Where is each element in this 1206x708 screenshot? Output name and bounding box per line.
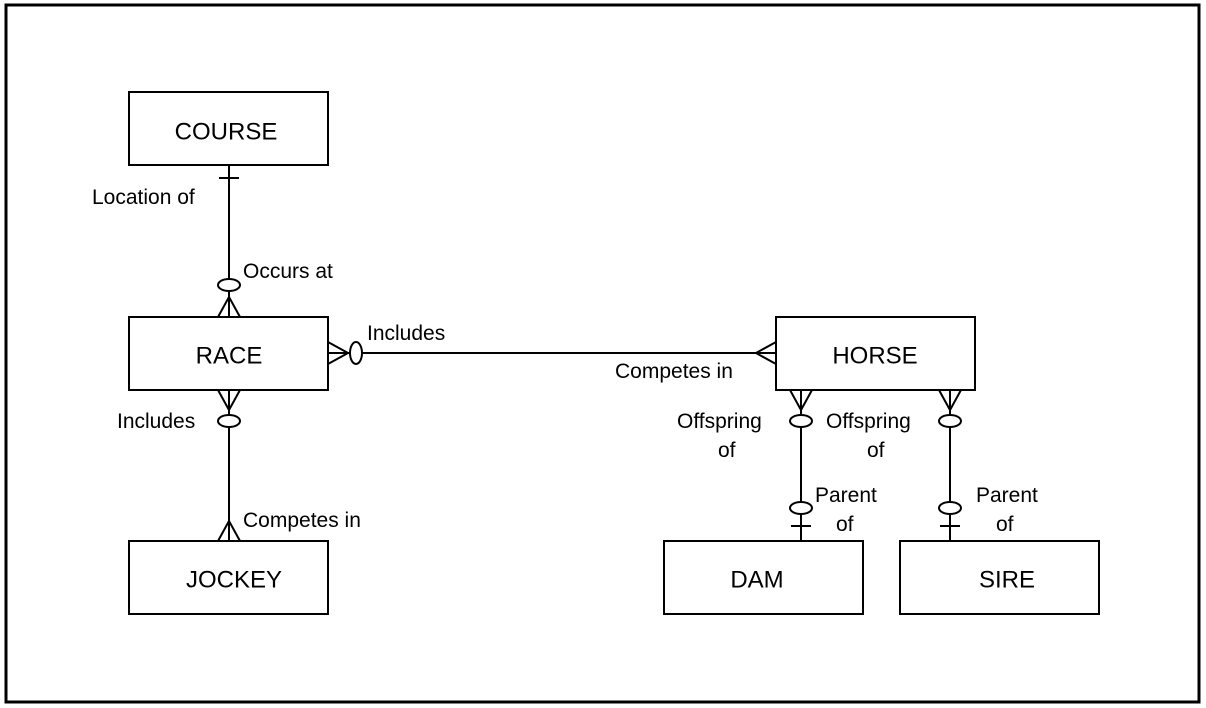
- label-sire-offspring: Offspring: [826, 410, 911, 433]
- entity-horse[interactable]: HORSE: [775, 316, 976, 391]
- entity-race-label: RACE: [196, 342, 263, 369]
- entity-jockey-label: JOCKEY: [186, 566, 282, 593]
- crows-foot-many-mark: [789, 389, 813, 413]
- relationship-horse-dam: Offspring of Parent of: [677, 389, 877, 541]
- label-sire-parent-of: of: [996, 513, 1014, 536]
- relationship-race-jockey: Includes Competes in: [117, 389, 361, 542]
- relationship-course-race: Location of Occurs at: [92, 165, 333, 318]
- cardinality-zero-ring: [938, 501, 962, 515]
- entity-sire-box: [899, 540, 1100, 615]
- label-location-of: Location of: [92, 186, 195, 209]
- label-dam-offspring: Offspring: [677, 410, 762, 433]
- label-occurs-at: Occurs at: [243, 260, 333, 283]
- entity-race[interactable]: RACE: [128, 316, 329, 391]
- entity-horse-label: HORSE: [832, 342, 917, 369]
- cardinality-zero-ring: [789, 414, 813, 428]
- entity-dam-label: DAM: [730, 566, 783, 593]
- label-dam-offspring-of: of: [718, 439, 736, 462]
- entity-jockey-box: [128, 540, 329, 615]
- cardinality-zero-ring: [789, 501, 813, 515]
- label-includes-horse: Includes: [367, 322, 445, 345]
- entity-jockey[interactable]: JOCKEY: [128, 540, 329, 615]
- entity-dam-box: [663, 540, 864, 615]
- label-sire-parent: Parent: [976, 484, 1038, 507]
- entity-horse-box: [775, 316, 976, 391]
- entity-dam[interactable]: DAM: [663, 540, 864, 615]
- label-dam-parent-of: of: [836, 513, 854, 536]
- relationship-race-horse: Includes Competes in: [327, 322, 777, 383]
- cardinality-zero-ring: [217, 278, 241, 292]
- entity-course-label: COURSE: [175, 118, 278, 145]
- label-dam-parent: Parent: [815, 484, 877, 507]
- entity-sire[interactable]: SIRE: [899, 540, 1100, 615]
- label-horse-competes-in: Competes in: [615, 360, 733, 383]
- crows-foot-many-mark: [938, 389, 962, 413]
- cardinality-zero-ring: [217, 414, 241, 428]
- label-sire-offspring-of: of: [867, 439, 885, 462]
- entity-race-box: [128, 316, 329, 391]
- label-jockey-competes-in: Competes in: [243, 509, 361, 532]
- crows-foot-many-mark: [753, 341, 777, 365]
- crows-foot-many-mark: [217, 518, 241, 542]
- crows-foot-many-mark: [217, 389, 241, 413]
- relationship-horse-sire: Offspring of Parent of: [826, 389, 1038, 541]
- crows-foot-many-mark: [217, 294, 241, 318]
- entity-sire-label: SIRE: [979, 566, 1035, 593]
- entity-course[interactable]: COURSE: [128, 91, 329, 166]
- crows-foot-many-mark: [327, 341, 351, 365]
- diagram-frame: [4, 3, 1201, 704]
- cardinality-zero-ring: [349, 341, 363, 365]
- label-includes-jockey: Includes: [117, 410, 195, 433]
- cardinality-zero-ring: [938, 414, 962, 428]
